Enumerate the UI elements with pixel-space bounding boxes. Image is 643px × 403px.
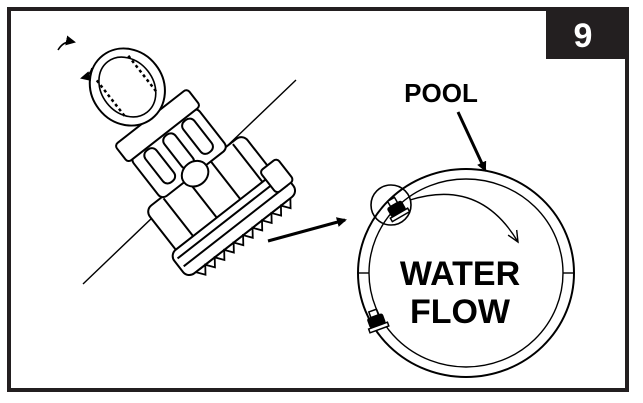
upper-fitting-callout — [370, 184, 412, 226]
pool-arrow — [456, 111, 487, 172]
pool-label: POOL — [404, 78, 478, 108]
pool-top-view — [357, 168, 575, 378]
step-badge: 9 — [546, 9, 627, 59]
pointer-arrow — [267, 217, 347, 243]
water-flow-label-line2: FLOW — [410, 293, 511, 331]
lower-fitting-icon — [367, 308, 390, 334]
water-flow-label-line1: WATER — [400, 255, 520, 293]
step-number: 9 — [574, 17, 593, 55]
return-fitting-illustration — [88, 47, 297, 277]
rotate-arrows-icon — [57, 35, 93, 81]
flow-direction-arrow — [409, 193, 519, 244]
